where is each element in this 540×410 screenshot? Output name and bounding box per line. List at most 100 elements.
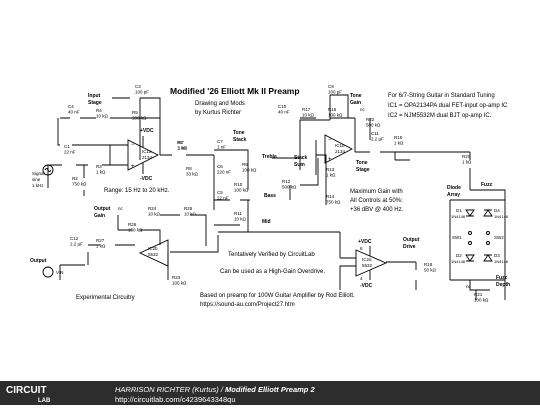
label-signal-3: 1 kHz (32, 183, 44, 188)
experimental-note: Experimental Circuitry (76, 295, 135, 301)
label-diode-array-2: Array (447, 192, 460, 198)
logo-circuit: CIRCUIT (6, 385, 47, 396)
switch-sw2: SW2 (486, 231, 504, 245)
signal-source (42, 164, 54, 176)
based-note-line-2: https://sound-au.com/Project27.htm (200, 302, 295, 308)
label-treble: Treble (262, 154, 277, 160)
label-fuzz: Fuzz (481, 182, 493, 188)
svg-text:−: − (131, 142, 135, 148)
ic2a-pin4: 4 (360, 276, 363, 281)
schematic-title: Modified '26 Elliott Mk II Preamp (170, 86, 300, 96)
switch-sw1: SW1 (452, 231, 472, 245)
range-note: Range: 15 Hz to 20 kHz. (104, 188, 170, 194)
ic1a-vee: -VDC (140, 176, 153, 182)
label-tone-stack-2: Stack (233, 137, 247, 143)
note-right-3: IC2 = NJM5532M dual BJT op-amp IC. (388, 113, 492, 119)
ic1b-name: IC1b (335, 143, 345, 148)
opamp-ic1b: − + IC1b 2134 (324, 134, 353, 164)
label-tone-stage-2: Stage (356, 167, 370, 173)
label-stack-sum-1: Stack (294, 155, 308, 161)
based-note-line-1: Based on preamp for 100W Guitar Amplifie… (200, 293, 355, 299)
verified-note: Tentatively Verified by CircuitLab (228, 252, 315, 258)
ic1b-value: 2134 (335, 149, 346, 154)
d2-name: D2 (456, 253, 462, 258)
schematic-diagram: Modified '26 Elliott Mk II Preamp Drawin… (30, 84, 510, 308)
max-gain-line-2: All Controls at 50%: (350, 198, 403, 204)
diode-d4: D4 1N4148 (483, 208, 509, 219)
ic1a-vcc: +VDC (140, 128, 154, 134)
ic2a-name: IC2a (362, 257, 372, 262)
footer-graphics: CIRCUIT LAB HARRISON RICHTER (Kurtus) / … (6, 385, 315, 404)
nc-marker-tone: nc (360, 107, 366, 112)
label-input-stage-2: Stage (88, 100, 102, 106)
d3-value: 1N4148 (494, 259, 509, 264)
label-tone-stack-1: Tone (233, 130, 245, 136)
wires-tone-stage (272, 94, 471, 205)
wires-output-stage (59, 214, 417, 290)
label-input-stage-1: Input (88, 93, 101, 99)
label-output-gain-1: Output (94, 206, 111, 212)
svg-text:+: + (131, 164, 135, 170)
label-tone-gain-1: Tone (350, 93, 362, 99)
svg-text:+: + (328, 157, 332, 163)
d1-value: 1N4148 (451, 214, 466, 219)
max-gain-line-1: Maximum Gain with (350, 189, 403, 195)
vin-source: VIN (42, 266, 64, 278)
ic2a-value: 5532 (362, 263, 373, 268)
d3-name: D3 (494, 253, 500, 258)
label-tone-stage-1: Tone (356, 160, 368, 166)
overdrive-note: Can be used as a High-Gain Overdrive. (220, 269, 325, 275)
subtitle-line-1: Drawing and Mods (195, 101, 245, 107)
ic2a-vcc: +VDC (358, 239, 372, 245)
sw2-label: SW2 (494, 235, 504, 240)
sw1-label: SW1 (452, 235, 462, 240)
ic2b-name: IC2b (148, 246, 158, 251)
nc-marker-output-gain: nc (118, 206, 124, 211)
label-signal-2: sine (32, 177, 41, 182)
nc-marker-fuzz: nc (466, 284, 472, 289)
vin-label: VIN (56, 270, 64, 275)
diode-d2: D2 1N4148 (451, 253, 475, 264)
opamp-ic1a: − + IC1a 2134 +VDC -VDC (127, 128, 160, 182)
footer-bar: CIRCUIT LAB HARRISON RICHTER (Kurtus) / … (0, 381, 540, 405)
ic2a-vee: -VDC (360, 283, 373, 289)
note-right-1: For 6/7-String Guitar in Standard Tuning (388, 93, 495, 99)
label-signal-1: Signal (32, 171, 45, 176)
opamp-ic2b: IC2b 5532 (138, 239, 169, 267)
diode-d1: D1 1N4148 (451, 208, 475, 219)
label-fuzz-depth-1: Fuzz (496, 275, 508, 281)
label-mid: Mid (262, 219, 271, 225)
footer-url[interactable]: http://circuitlab.com/c4239643348qu (115, 395, 236, 404)
ic1a-name: IC1a (142, 149, 152, 154)
label-diode-array-1: Diode (447, 185, 461, 191)
label-tone-gain-2: Gain (350, 100, 361, 106)
svg-text:−: − (328, 137, 332, 143)
wires-input-stage (47, 97, 250, 232)
label-fuzz-depth-2: Depth (496, 282, 510, 288)
d4-value: 1N4148 (494, 214, 509, 219)
